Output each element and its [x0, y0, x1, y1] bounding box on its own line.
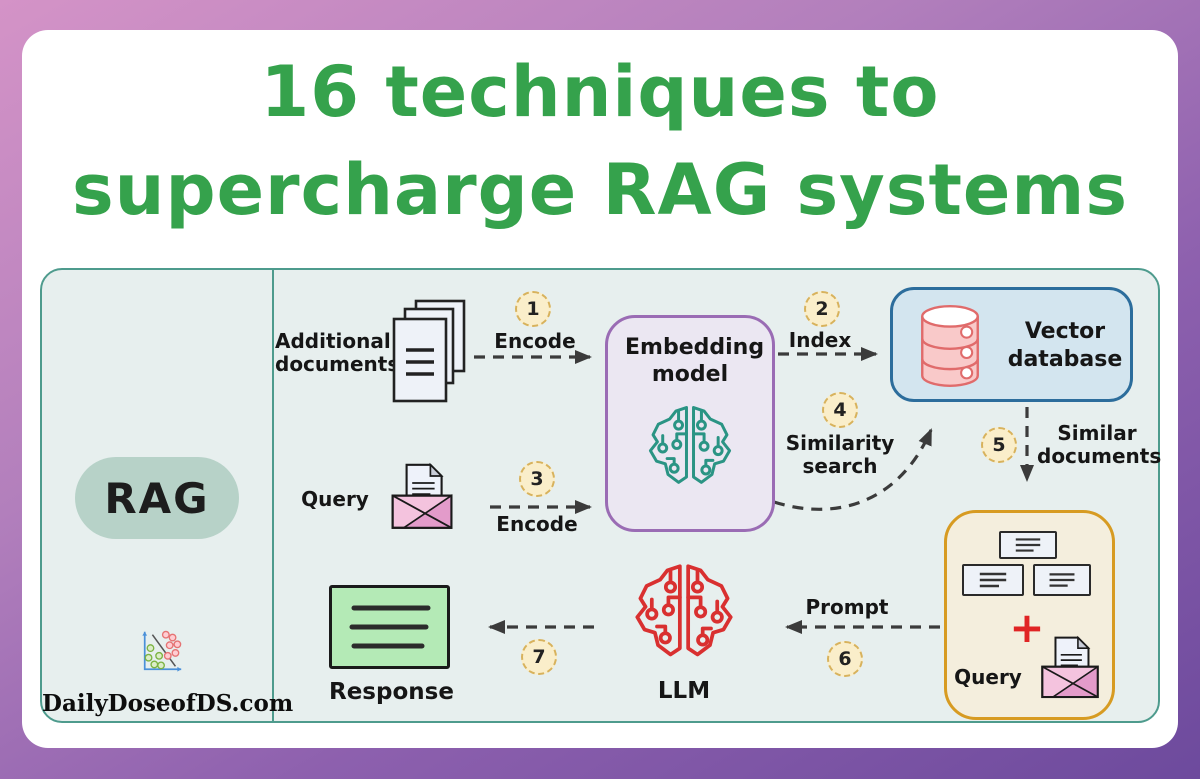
rag-label: RAG [104, 473, 210, 523]
step-5-badge: 5 [981, 427, 1017, 463]
encode-1-label: Encode [494, 329, 576, 353]
database-icon [921, 305, 979, 387]
llm-label: LLM [657, 678, 711, 704]
poster-card: 16 techniques to supercharge RAG systems… [22, 30, 1178, 748]
response-box [329, 585, 450, 669]
documents-icon [392, 299, 466, 403]
rag-pill: RAG [75, 457, 239, 539]
query-envelope-icon [391, 462, 453, 529]
step-7-badge: 7 [521, 639, 557, 675]
prompt-label: Prompt [805, 595, 889, 619]
response-label: Response [329, 679, 454, 705]
similarity-search-label: Similarity search [785, 431, 895, 478]
title-line-2: supercharge RAG systems [71, 149, 1129, 231]
response-lines-icon [349, 605, 430, 649]
embedding-brain-icon [648, 406, 732, 484]
step-3-badge: 3 [519, 461, 555, 497]
scatter-plot-icon [142, 630, 182, 672]
vector-database-label: Vector database [1007, 319, 1123, 372]
title-line-1: 16 techniques to [260, 51, 940, 133]
step-4-badge: 4 [822, 392, 858, 428]
index-label: Index [788, 328, 852, 352]
chunk-card [999, 531, 1057, 559]
llm-brain-icon [635, 564, 733, 657]
context-envelope-icon [1041, 635, 1099, 699]
step-2-badge: 2 [804, 291, 840, 327]
embedding-model-box: Embedding model [605, 315, 775, 532]
similar-documents-label: Similar documents [1037, 421, 1162, 468]
step-6-badge: 6 [827, 641, 863, 677]
text-lines-icon [979, 572, 1007, 588]
text-lines-icon [1015, 538, 1041, 552]
encode-3-label: Encode [496, 512, 578, 536]
brand-text: DailyDoseofDS.com [42, 690, 294, 717]
query-label: Query [301, 487, 369, 511]
vector-database-box: Vector database [890, 287, 1133, 402]
diagram-panel: RAG DailyDoseofDS.com [40, 268, 1162, 723]
context-box: + Query [944, 510, 1115, 720]
text-lines-icon [1049, 573, 1075, 587]
sidebar-divider [272, 270, 274, 721]
chunk-card [1033, 564, 1091, 596]
step-1-badge: 1 [515, 291, 551, 327]
chunk-card [962, 564, 1024, 596]
context-query-label: Query [954, 665, 1022, 689]
embedding-model-label: Embedding model [625, 335, 765, 387]
plus-icon: + [1009, 603, 1045, 652]
additional-documents-label: Additional documents [275, 329, 400, 376]
